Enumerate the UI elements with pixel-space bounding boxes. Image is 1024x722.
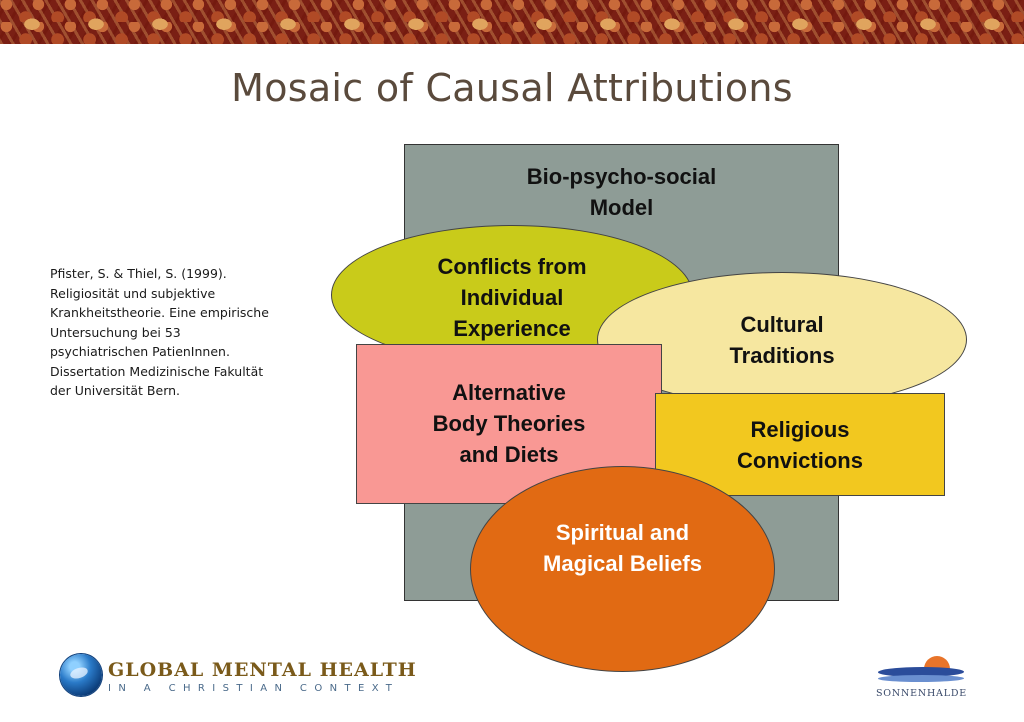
model-label: Bio-psycho-social Model	[526, 164, 717, 220]
gmh-logo-subtitle: IN A CHRISTIAN CONTEXT	[108, 683, 400, 694]
wave-icon	[876, 675, 966, 682]
citation-text: Pfister, S. & Thiel, S. (1999). Religios…	[50, 266, 269, 398]
conflicts-label: Conflicts from Individual Experience	[437, 254, 587, 341]
globe-icon	[60, 654, 102, 696]
spiritual-label: Spiritual and Magical Beliefs	[543, 520, 702, 576]
sonnenhalde-label: SONNENHALDE	[876, 688, 967, 699]
slide-title: Mosaic of Causal Attributions	[231, 66, 793, 110]
decorative-banner	[0, 0, 1024, 44]
religious-label: Religious Convictions	[737, 416, 863, 473]
body-label: Alternative Body Theories and Diets	[432, 380, 586, 467]
cultural-label: Cultural Traditions	[729, 311, 835, 368]
sonnenhalde-logo: SONNENHALDE	[876, 656, 966, 706]
gmh-logo-title: GLOBAL MENTAL HEALTH	[108, 659, 417, 681]
sun-icon	[924, 656, 950, 669]
religious-convictions-box: Religious Convictions	[655, 393, 945, 496]
global-mental-health-logo: GLOBAL MENTAL HEALTH IN A CHRISTIAN CONT…	[60, 654, 416, 700]
spiritual-beliefs-ellipse: Spiritual and Magical Beliefs	[470, 466, 775, 672]
